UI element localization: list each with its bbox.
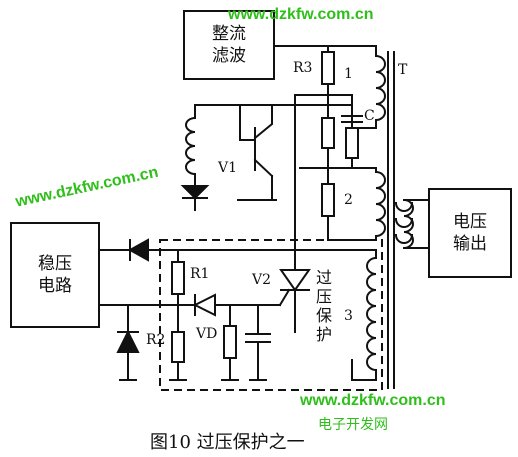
resistor-lower [321,183,335,217]
label-capacitor: C [364,108,375,124]
coil-winding-2 [374,170,386,238]
label-winding-2: 2 [344,192,353,208]
wire-top-rail [327,45,377,57]
label-winding-1: 1 [344,66,353,82]
label-vd: VD [196,326,218,342]
voltage-output-block: 电压 输出 [428,188,512,278]
watermark-bottom: www.dzkfw.com.cn [300,392,446,409]
protection-boundary [159,239,383,391]
diode-left [180,185,210,200]
protection-char-4: 护 [315,325,332,344]
watermark-bottom-sub: 电子开发网 [318,417,388,433]
resistor-vd [223,325,237,359]
diode-reg-top [127,238,149,262]
label-r3: R3 [293,60,313,76]
overvoltage-protection-label: 过 压 保 护 [314,268,334,344]
coil-output [394,199,414,244]
diode-r2 [116,329,140,353]
diode-vd [192,293,216,317]
transformer-core [387,51,395,389]
thyristor-v2 [279,269,311,292]
label-r1: R1 [190,266,210,282]
label-transformer: T [398,62,408,78]
protection-char-1: 过 [315,268,332,287]
rectifier-filter-block: 整流 滤波 [183,10,275,80]
resistor-mid-1 [321,117,335,149]
capacitor-bottom [245,333,271,343]
coil-winding-1 [374,54,386,122]
label-winding-3: 3 [344,308,353,324]
coil-left [185,116,197,176]
regulator-block: 稳压 电路 [10,222,100,328]
coil-output-main [402,198,414,250]
watermark-top: www.dzkfw.com.cn [228,6,374,23]
label-r2: R2 [146,332,166,348]
resistor-r3 [321,51,335,85]
resistor-r2 [171,331,185,363]
resistor-mid-2 [345,127,359,159]
coil-winding-3 [366,256,378,372]
protection-char-3: 保 [315,306,332,325]
figure-caption: 图10 过压保护之一 [150,432,305,453]
resistor-r1 [171,261,185,295]
label-v2: V2 [252,272,272,288]
protection-char-2: 压 [315,287,332,306]
label-v1: V1 [218,160,238,176]
